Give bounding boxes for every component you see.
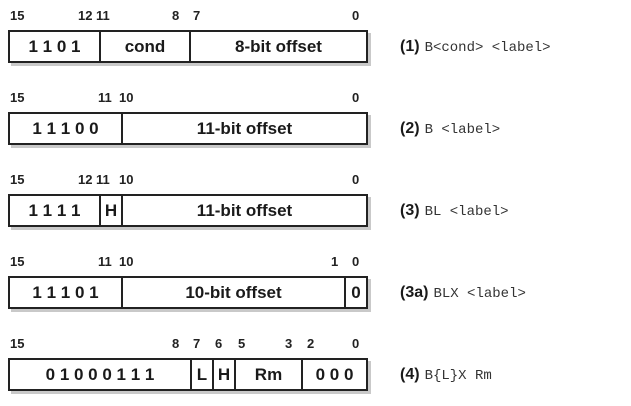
opcode-field: 1 1 1 1 [28, 200, 81, 220]
bit-label: 11 [98, 254, 112, 269]
bit-label: 15 [10, 172, 25, 187]
bit-label: 6 [215, 336, 223, 351]
bit-label: 3 [285, 336, 293, 351]
cond-field: cond [99, 32, 189, 61]
instruction-word-box: 1 1 1 1 H 11-bit offset [8, 194, 368, 227]
zero-bit-field: 0 [344, 278, 366, 307]
offset-field: 11-bit offset [121, 196, 366, 225]
offset-field: 11-bit offset [121, 114, 366, 143]
bit-label: 10 [119, 254, 134, 269]
bit-label: 15 [10, 8, 25, 23]
opcode-field: 1 1 0 1 [28, 36, 81, 56]
bit-label: 12 [78, 172, 93, 187]
bit-label: 12 [78, 8, 93, 23]
bit-label: 0 [352, 8, 360, 23]
offset-field: 8-bit offset [189, 32, 366, 61]
bit-label: 10 [119, 90, 134, 105]
caption-syntax: B{L}X Rm [424, 368, 492, 384]
encoding-row-1: 15 12 11 8 7 0 1 1 0 1 cond 8-bit offset… [0, 8, 631, 78]
bit-label: 11 [96, 8, 110, 23]
bit-label: 0 [352, 172, 360, 187]
opcode-field: 1 1 1 0 1 [32, 282, 99, 302]
bit-label: 2 [307, 336, 315, 351]
bit-label: 10 [119, 172, 134, 187]
opcode-field: 0 1 0 0 0 1 1 1 [45, 364, 155, 384]
caption-number: (4) [400, 366, 420, 383]
bit-label: 11 [96, 172, 110, 187]
bit-label: 5 [238, 336, 246, 351]
zero-bits-field: 0 0 0 [301, 360, 366, 389]
bit-label: 15 [10, 336, 25, 351]
instruction-word-box: 1 1 1 0 1 10-bit offset 0 [8, 276, 368, 309]
instruction-caption: (3) BL <label> [400, 202, 509, 220]
bit-label: 11 [98, 90, 112, 105]
bit-label: 15 [10, 254, 25, 269]
caption-syntax: BL <label> [424, 204, 509, 220]
bit-label: 1 [331, 254, 339, 269]
caption-syntax: BLX <label> [433, 286, 526, 302]
instruction-word-box: 1 1 0 1 cond 8-bit offset [8, 30, 368, 63]
bit-label: 8 [172, 336, 180, 351]
offset-field: 10-bit offset [121, 278, 344, 307]
encoding-row-3a: 15 11 10 1 0 1 1 1 0 1 10-bit offset 0 (… [0, 254, 631, 324]
caption-number: (3) [400, 202, 420, 219]
instruction-caption: (1) B<cond> <label> [400, 38, 551, 56]
instruction-word-box: 0 1 0 0 0 1 1 1 L H Rm 0 0 0 [8, 358, 368, 391]
encoding-row-3: 15 12 11 10 0 1 1 1 1 H 11-bit offset (3… [0, 172, 631, 242]
h-bit-field: H [99, 196, 121, 225]
caption-number: (2) [400, 120, 420, 137]
instruction-caption: (3a) BLX <label> [400, 284, 526, 302]
rm-field: Rm [234, 360, 301, 389]
instruction-caption: (4) B{L}X Rm [400, 366, 492, 384]
bit-label: 7 [193, 336, 201, 351]
encoding-row-2: 15 11 10 0 1 1 1 0 0 11-bit offset (2) B… [0, 90, 631, 160]
instruction-caption: (2) B <label> [400, 120, 500, 138]
bit-label: 0 [352, 90, 360, 105]
caption-number: (3a) [400, 284, 429, 301]
instruction-word-box: 1 1 1 0 0 11-bit offset [8, 112, 368, 145]
bit-label: 15 [10, 90, 25, 105]
caption-syntax: B<cond> <label> [424, 40, 551, 56]
encoding-row-4: 15 8 7 6 5 3 2 0 0 1 0 0 0 1 1 1 L H Rm … [0, 336, 631, 406]
bit-label: 7 [193, 8, 201, 23]
bit-label: 8 [172, 8, 180, 23]
opcode-field: 1 1 1 0 0 [32, 118, 99, 138]
h-bit-field: H [212, 360, 234, 389]
caption-syntax: B <label> [424, 122, 501, 138]
bit-label: 0 [352, 336, 360, 351]
caption-number: (1) [400, 38, 420, 55]
l-bit-field: L [190, 360, 212, 389]
bit-label: 0 [352, 254, 360, 269]
